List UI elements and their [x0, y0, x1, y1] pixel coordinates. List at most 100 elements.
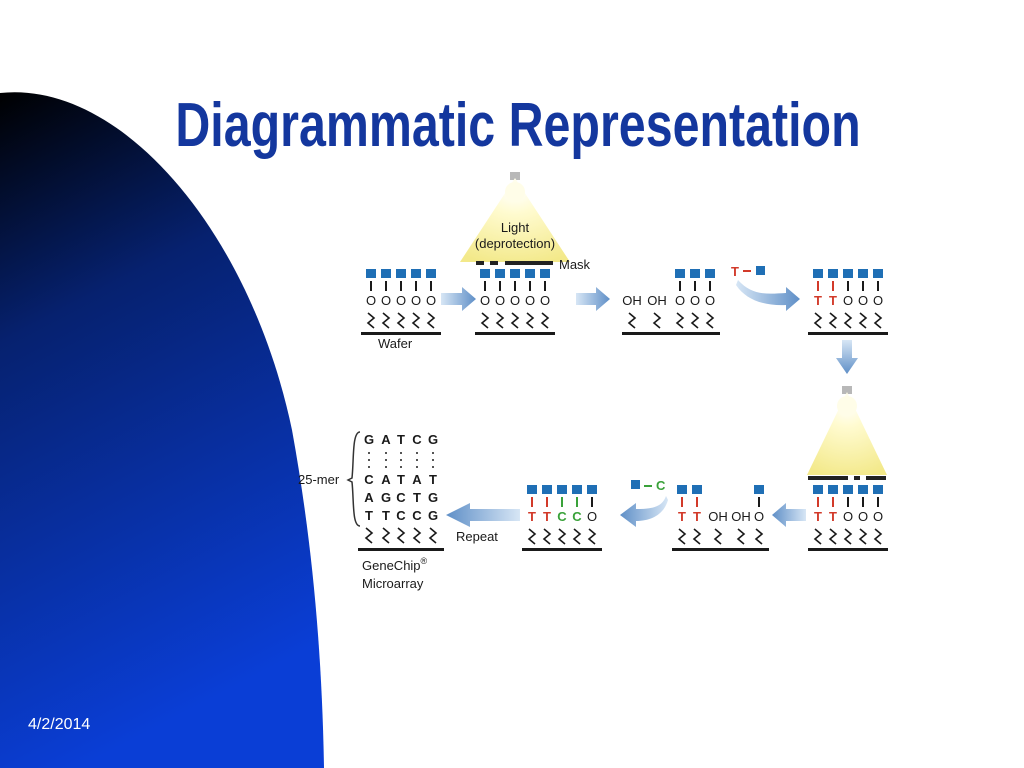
- mask-top: Mask: [476, 257, 591, 272]
- bond-line: [531, 497, 533, 507]
- site-label: T: [814, 293, 822, 308]
- light-source-right: [807, 386, 887, 475]
- site-label: T: [678, 509, 686, 524]
- sequence-base: A: [381, 432, 391, 447]
- bond-line: [546, 497, 548, 507]
- pairing-dot: [400, 459, 402, 461]
- linker: [843, 528, 853, 545]
- bond-line: [832, 281, 834, 291]
- bond-line: [415, 281, 417, 291]
- protecting-group: [411, 269, 421, 278]
- protecting-group: [828, 269, 838, 278]
- mer-label: 25-mer: [298, 472, 340, 487]
- site-label: OH: [731, 509, 751, 524]
- arrow-6-coupling-c: C: [620, 478, 668, 527]
- bond-line: [385, 281, 387, 291]
- site-label: O: [396, 293, 406, 308]
- protecting-group: [396, 269, 406, 278]
- mask-right: [808, 476, 886, 480]
- sequence-base: C: [396, 508, 406, 523]
- bond-line: [430, 281, 432, 291]
- linker: [396, 312, 406, 329]
- sequence-base: T: [429, 472, 437, 487]
- pairing-dot: [416, 459, 418, 461]
- protecting-group: [690, 269, 700, 278]
- linker: [705, 312, 715, 329]
- site-label: T: [829, 293, 837, 308]
- sequence-base: A: [412, 472, 422, 487]
- bond-line: [862, 281, 864, 291]
- sequence-base: T: [382, 508, 390, 523]
- linker: [627, 312, 637, 329]
- light-label-line1: Light: [501, 220, 530, 235]
- linker: [525, 312, 535, 329]
- arrow-2: [576, 287, 610, 311]
- linker: [480, 312, 490, 329]
- linker: [858, 312, 868, 329]
- site-label: O: [366, 293, 376, 308]
- arrow-1: [441, 287, 476, 311]
- sequence-base: A: [364, 490, 374, 505]
- pairing-dot: [432, 466, 434, 468]
- substrate-surface: [475, 332, 555, 335]
- bond-line: [709, 281, 711, 291]
- bond-line: [514, 281, 516, 291]
- pairing-dot: [432, 452, 434, 454]
- protecting-group: [525, 269, 535, 278]
- linker: [677, 528, 687, 545]
- sequence-base: G: [428, 432, 438, 447]
- protecting-group: [843, 269, 853, 278]
- site-label: O: [858, 509, 868, 524]
- bond-line: [370, 281, 372, 291]
- substrate-surface: [361, 332, 441, 335]
- sequence-base: C: [412, 432, 422, 447]
- linker: [675, 312, 685, 329]
- protecting-group: [692, 485, 702, 494]
- pairing-dot: [368, 459, 370, 461]
- reagent-c-label: C: [656, 478, 666, 493]
- reagent-t-label: T: [731, 264, 739, 279]
- bond-line: [696, 497, 698, 507]
- bond-line: [591, 497, 593, 507]
- mask-label: Mask: [559, 257, 591, 272]
- sequence-base: T: [365, 508, 373, 523]
- protecting-group: [510, 269, 520, 278]
- pairing-dot: [368, 466, 370, 468]
- protecting-group: [381, 269, 391, 278]
- linker: [412, 527, 422, 544]
- linker: [557, 528, 567, 545]
- protecting-group: [542, 485, 552, 494]
- protecting-group: [858, 269, 868, 278]
- protecting-group: [858, 485, 868, 494]
- pairing-dot: [385, 459, 387, 461]
- site-label: O: [381, 293, 391, 308]
- linker: [754, 528, 764, 545]
- site-label: C: [557, 509, 567, 524]
- arrow-7-repeat: Repeat: [446, 503, 520, 544]
- product-label-line1: GeneChip®: [362, 556, 428, 573]
- sequence-base: G: [428, 508, 438, 523]
- site-label: O: [540, 293, 550, 308]
- arrow-4-down: [836, 340, 858, 374]
- linker: [828, 312, 838, 329]
- site-label: O: [843, 509, 853, 524]
- protecting-group: [495, 269, 505, 278]
- protecting-group: [675, 269, 685, 278]
- pairing-dot: [416, 466, 418, 468]
- bond-line: [544, 281, 546, 291]
- linker: [381, 312, 391, 329]
- linker: [495, 312, 505, 329]
- linker: [527, 528, 537, 545]
- protecting-group: [426, 269, 436, 278]
- linker: [510, 312, 520, 329]
- bond-line: [758, 497, 760, 507]
